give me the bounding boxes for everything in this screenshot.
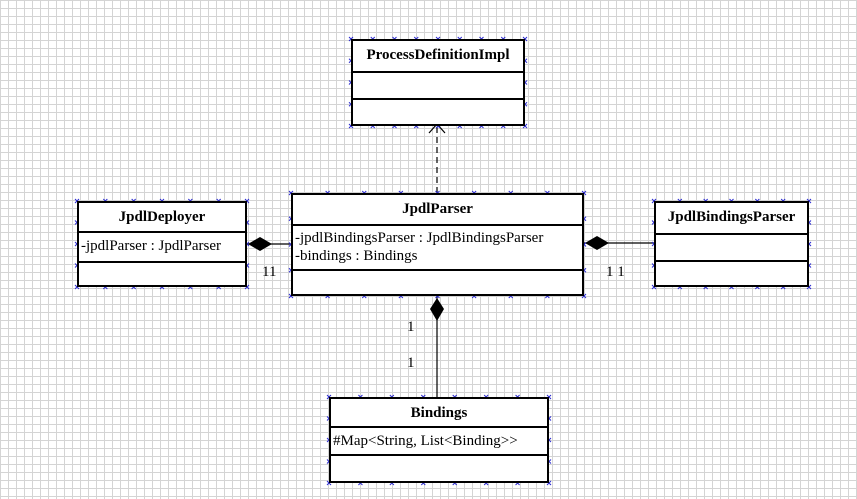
multiplicity-label: 1 [407,355,415,371]
class-process-definition-impl[interactable]: ProcessDefinitionImpl [351,39,525,126]
composition-diamond-bindings-parser [585,236,609,250]
attribute: -bindings : Bindings [295,248,418,264]
multiplicity-label: 1 1 [606,264,625,280]
class-name: JpdlParser [293,195,582,226]
multiplicity-label: 1 [407,319,415,335]
attributes-compartment: -jpdlBindingsParser : JpdlBindingsParser… [293,226,582,271]
attributes-compartment: -jpdlParser : JpdlParser [79,233,245,263]
class-jpdl-deployer[interactable]: JpdlDeployer -jpdlParser : JpdlParser [77,201,247,287]
class-name: ProcessDefinitionImpl [353,41,523,73]
class-name: JpdlDeployer [79,203,245,233]
attribute: -jpdlBindingsParser : JpdlBindingsParser [295,230,544,246]
attributes-compartment [353,73,523,100]
class-bindings[interactable]: Bindings #Map<String, List<Binding>> [329,397,549,483]
class-name: Bindings [331,399,547,428]
attribute: -jpdlParser : JpdlParser [81,238,221,254]
multiplicity-label: 11 [262,264,277,280]
attribute: #Map<String, List<Binding>> [333,433,518,449]
attributes-compartment [656,235,807,262]
class-name: JpdlBindingsParser [656,203,807,235]
class-jpdl-bindings-parser[interactable]: JpdlBindingsParser [654,201,809,287]
composition-diamond-bindings [430,298,444,321]
attributes-compartment: #Map<String, List<Binding>> [331,428,547,456]
composition-diamond-deployer [248,237,272,251]
class-jpdl-parser[interactable]: JpdlParser -jpdlBindingsParser : JpdlBin… [291,193,584,296]
